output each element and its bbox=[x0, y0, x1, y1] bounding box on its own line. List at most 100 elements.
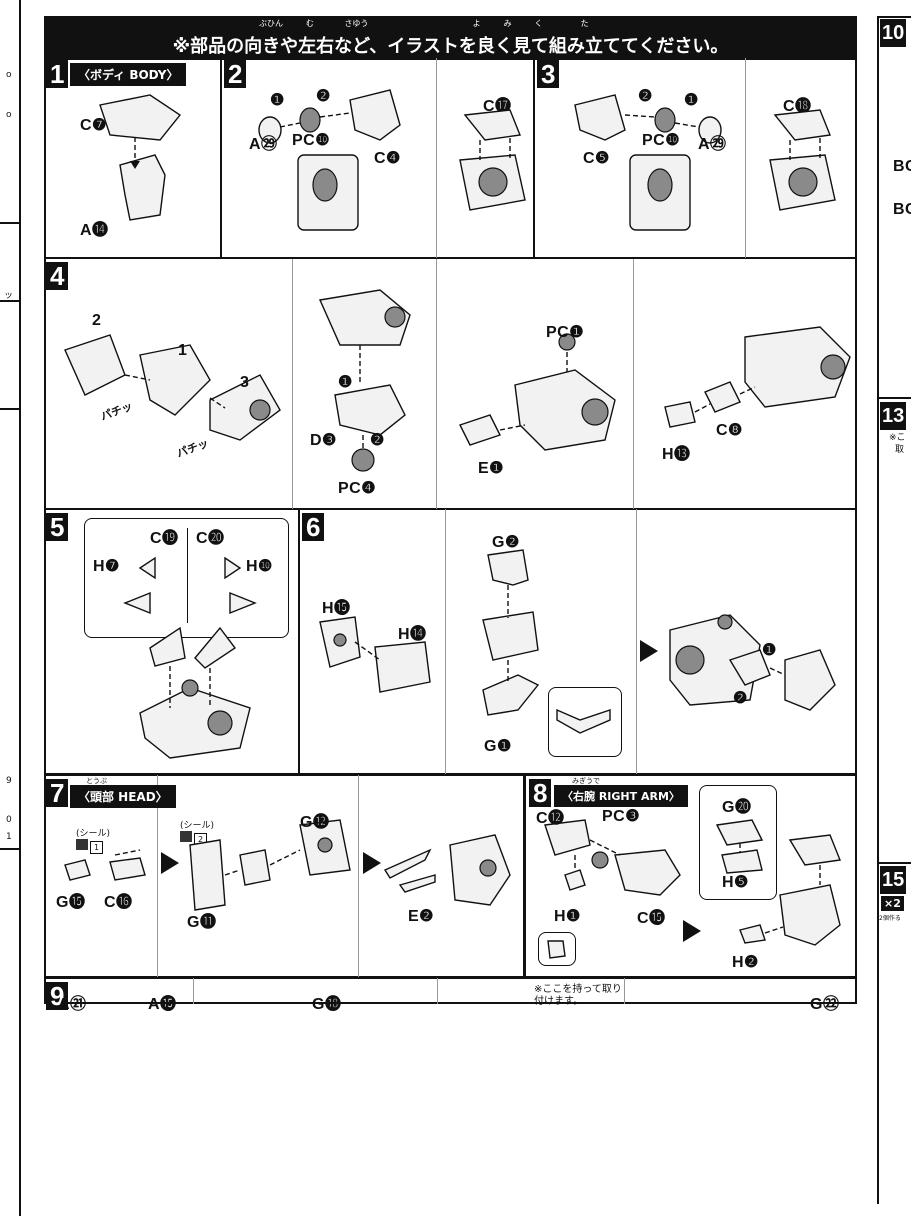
right-strip-line bbox=[877, 862, 911, 864]
part-label: G⓯ bbox=[56, 894, 86, 911]
sticker-ref-1: (シール) 1 bbox=[76, 826, 110, 854]
sticker-swatch bbox=[76, 839, 88, 850]
part-label: PC❿ bbox=[642, 132, 681, 149]
step-6-assembled bbox=[669, 614, 836, 711]
left-strip-mark: o bbox=[6, 110, 12, 120]
step-5-callout bbox=[84, 518, 289, 638]
step-8-number: 8 bbox=[529, 779, 552, 807]
part-label: H❶ bbox=[554, 908, 581, 925]
x2-note: 2個作る bbox=[879, 915, 901, 922]
col-divider bbox=[523, 775, 526, 977]
part-label: G⓬ bbox=[300, 814, 330, 831]
part-label: A⓯ bbox=[148, 996, 177, 1013]
thin-divider bbox=[437, 978, 438, 1004]
thin-divider bbox=[624, 978, 625, 1004]
part-label: ❷ bbox=[370, 432, 385, 449]
step-5-number: 5 bbox=[46, 513, 69, 541]
ruby-text: ぶひん bbox=[259, 19, 283, 28]
part-label: H❷ bbox=[732, 954, 759, 971]
part-label: C❺ bbox=[583, 150, 610, 167]
right-page-strip: 10 BC BC 13 ※こ 取 15 ×2 2個作る bbox=[877, 16, 911, 1204]
col-divider bbox=[533, 58, 535, 258]
header-ruby: ぶひん む さゆう よ み く た bbox=[259, 18, 589, 29]
part-label: BC bbox=[893, 201, 911, 218]
part-label: PC❹ bbox=[338, 480, 377, 497]
step-2-illustration bbox=[258, 89, 401, 231]
step-6-waist bbox=[482, 549, 540, 716]
part-label: G㉒ bbox=[810, 996, 840, 1013]
sticker-label: (シール) bbox=[76, 829, 111, 839]
part-label: H⓮ bbox=[398, 626, 427, 643]
row-divider bbox=[44, 773, 857, 776]
part-label: C⓳ bbox=[150, 530, 179, 547]
step-8-title: 〈右腕 RIGHT ARM〉 bbox=[554, 785, 688, 807]
part-label: C⓴ bbox=[196, 530, 225, 547]
part-label: G⓲ bbox=[312, 996, 342, 1013]
part-label: E❷ bbox=[408, 908, 435, 925]
next-arrow bbox=[683, 920, 701, 942]
header-bar: ※部品の向きや左右など、イラストを良く見て組み立ててください。 ぶひん む さゆ… bbox=[44, 16, 857, 58]
step-6-hip-parts bbox=[319, 616, 431, 693]
left-strip-line bbox=[0, 222, 21, 224]
part-label: A㉑ bbox=[58, 996, 87, 1013]
step-9-number: 9 bbox=[46, 982, 69, 1010]
part-label: H❿ bbox=[246, 558, 273, 575]
left-strip-border bbox=[19, 0, 21, 1216]
col-divider bbox=[220, 58, 222, 258]
part-label: C⓬ bbox=[536, 810, 565, 827]
part-label: A㉙ bbox=[249, 136, 278, 153]
part-label: 3 bbox=[240, 374, 250, 391]
part-label: BC bbox=[893, 158, 911, 175]
thin-divider bbox=[292, 259, 293, 509]
part-label: C❹ bbox=[374, 150, 401, 167]
step-2-number: 2 bbox=[224, 60, 247, 88]
thin-divider bbox=[157, 775, 158, 977]
next-arrow bbox=[161, 852, 179, 874]
row-divider bbox=[44, 508, 857, 510]
row-divider bbox=[44, 257, 857, 259]
left-strip-mark: 0 bbox=[6, 815, 12, 825]
col-divider bbox=[298, 509, 300, 774]
part-label: H⓭ bbox=[662, 446, 691, 463]
thin-divider bbox=[636, 509, 637, 774]
step-7-title: 〈頭部 HEAD〉 bbox=[70, 785, 176, 808]
step-3-assembled bbox=[769, 109, 836, 211]
part-label: C⓯ bbox=[637, 910, 666, 927]
step-8-arm-assembled bbox=[739, 834, 841, 946]
part-label: H❺ bbox=[722, 874, 749, 891]
thin-divider bbox=[358, 775, 359, 977]
next-arrow bbox=[640, 640, 658, 662]
step-13-note: 取 bbox=[895, 445, 905, 455]
part-label: H⓯ bbox=[322, 600, 351, 617]
step-6-callout-part bbox=[556, 708, 611, 734]
step-5-illustration bbox=[123, 556, 257, 759]
part-label: G⓴ bbox=[722, 799, 752, 816]
step-6-number: 6 bbox=[302, 513, 325, 541]
thin-divider bbox=[193, 978, 194, 1004]
part-label: PC❿ bbox=[292, 132, 331, 149]
part-label: PC❶ bbox=[546, 324, 585, 341]
ruby-text: よ bbox=[472, 19, 481, 28]
part-label: D❸ bbox=[310, 432, 337, 449]
step-7-head-assembled bbox=[383, 834, 511, 906]
part-label: C⓰ bbox=[104, 894, 133, 911]
header-title: ※部品の向きや左右など、イラストを良く見て組み立ててください。 bbox=[172, 36, 729, 57]
left-strip-mark: ッ bbox=[4, 291, 14, 301]
part-label: ❷ bbox=[733, 690, 748, 707]
part-label: E❶ bbox=[478, 460, 505, 477]
thin-divider bbox=[445, 509, 446, 774]
right-strip-top bbox=[877, 16, 911, 18]
left-strip-mark: o bbox=[6, 70, 12, 80]
step-15-number: 15 bbox=[880, 866, 907, 894]
step-1-illustration bbox=[99, 94, 182, 221]
part-label: H❼ bbox=[93, 558, 120, 575]
step-7-head bbox=[189, 819, 351, 911]
part-label: ❷ bbox=[638, 88, 653, 105]
part-label: C❼ bbox=[80, 117, 107, 134]
part-label: ❶ bbox=[762, 642, 777, 659]
step-9-note: ※ここを持って取り付けます。 bbox=[534, 984, 622, 1007]
step-3-illustration bbox=[574, 94, 722, 231]
part-label: ❶ bbox=[338, 374, 353, 391]
thin-divider bbox=[436, 58, 437, 258]
step-1-number: 1 bbox=[46, 60, 69, 88]
